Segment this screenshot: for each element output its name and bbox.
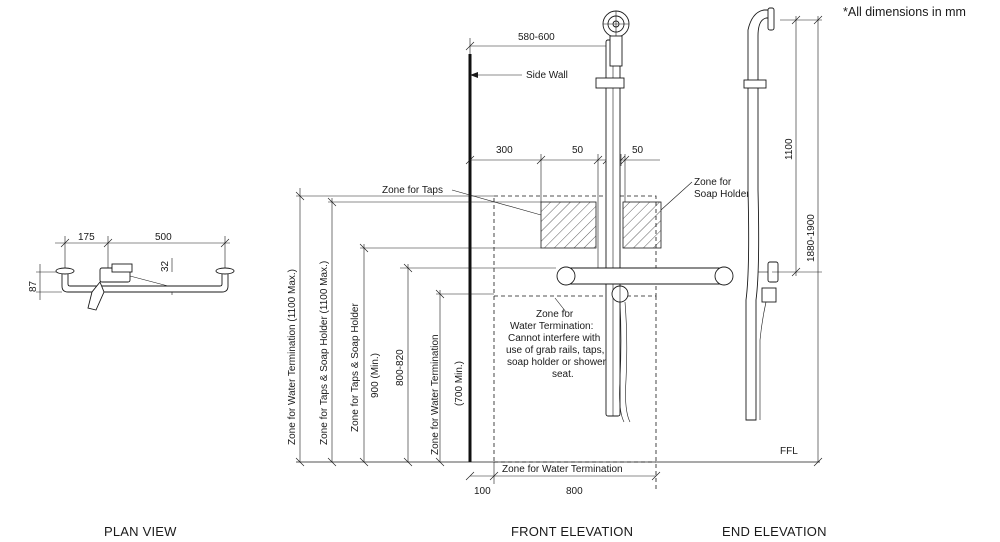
dim-580-600: 580-600: [518, 32, 555, 43]
zone-soap-holder: [622, 201, 662, 249]
zone-soap-label-1: Zone for: [694, 177, 732, 188]
dim-800: 800: [566, 486, 583, 497]
dim-50-right: 50: [632, 145, 644, 156]
zone-water-callout-2: Water Termination:: [510, 321, 593, 332]
plan-view-title: PLAN VIEW: [104, 524, 177, 539]
vdim-taps-soap: Zone for Taps & Soap Holder: [350, 303, 361, 432]
end-rail: [745, 9, 773, 421]
dim-500: 500: [155, 232, 172, 243]
dim-50-left: 50: [572, 145, 584, 156]
dim-32: 32: [160, 260, 171, 272]
zone-taps-label: Zone for Taps: [382, 185, 443, 196]
front-elevation: 580-600 Side Wall 300 50 50 Zone for Tap…: [287, 10, 820, 539]
dim-300: 300: [496, 145, 513, 156]
ffl-label: FFL: [780, 446, 798, 457]
vdim-water-1100: Zone for Water Termination (1100 Max.): [287, 269, 298, 445]
end-elevation-title: END ELEVATION: [722, 524, 827, 539]
vdim-water-700-sub: (700 Min.): [454, 361, 465, 406]
dim-87: 87: [28, 280, 39, 292]
vdim-water-700: Zone for Water Termination: [430, 334, 441, 455]
vdim-taps-1100: Zone for Taps & Soap Holder (1100 Max.): [319, 261, 330, 445]
zone-taps: [540, 201, 597, 249]
zone-water-callout-6: seat.: [552, 369, 574, 380]
dim-175: 175: [78, 232, 95, 243]
plan-view: 175 500 87 32 PLAN VIEW: [28, 232, 235, 539]
zone-water-callout-1: Zone for: [536, 309, 574, 320]
end-elevation: 1100 1880-1900 FFL END ELEVATION: [722, 7, 827, 539]
zone-water-callout: Zone for Water Termination: Cannot inter…: [506, 309, 607, 380]
front-elevation-title: FRONT ELEVATION: [511, 524, 633, 539]
vdim-900-min: 900 (Min.): [370, 353, 381, 398]
zone-water-bottom-label: Zone for Water Termination: [502, 464, 623, 475]
zone-water-callout-3: Cannot interfere with: [508, 333, 600, 344]
zone-soap-label-2: Soap Holder: [694, 189, 750, 200]
zone-water-callout-5: soap holder or shower: [507, 357, 607, 368]
dimensions-note: *All dimensions in mm: [843, 5, 966, 19]
vdim-800-820: 800-820: [395, 349, 406, 386]
dim-100: 100: [474, 486, 491, 497]
dim-1880-1900: 1880-1900: [806, 214, 817, 262]
rail-bracket: [595, 77, 625, 89]
zone-water-callout-4: use of grab rails, taps,: [506, 345, 604, 356]
grab-rail: [557, 267, 733, 285]
side-wall-label: Side Wall: [526, 70, 568, 81]
dim-1100: 1100: [784, 138, 795, 160]
